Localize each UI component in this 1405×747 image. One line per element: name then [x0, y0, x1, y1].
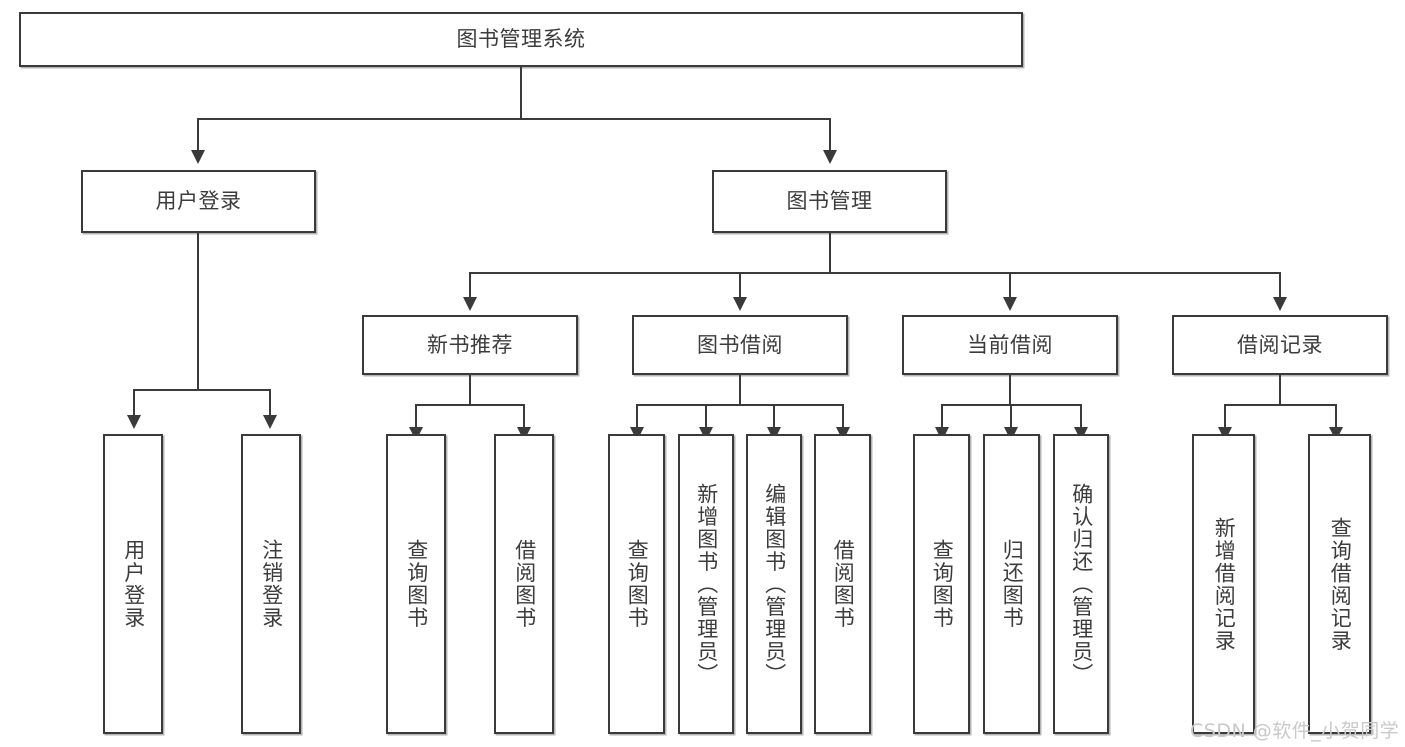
node-label: 查询图书 — [404, 539, 429, 629]
node-label: 编辑图书（管理员） — [762, 482, 787, 686]
node-label: 当前借阅 — [967, 332, 1053, 357]
node-label: 新书推荐 — [427, 332, 513, 357]
connector-book-manage-stem — [829, 233, 831, 273]
node-label: 用户登录 — [121, 539, 146, 629]
node-label: 新增借阅记录 — [1212, 516, 1237, 652]
node-label: 查询图书 — [930, 539, 955, 629]
arrow-leaf-user-login — [127, 415, 141, 429]
leaf-query-book-2[interactable]: 查询图书 — [608, 434, 665, 734]
leaf-borrow-book-1[interactable]: 借阅图书 — [494, 434, 554, 734]
arrow-book-borrow — [733, 297, 747, 311]
node-label: 新增图书（管理员） — [694, 482, 719, 686]
node-user-login[interactable]: 用户登录 — [81, 170, 316, 233]
node-borrow-record[interactable]: 借阅记录 — [1172, 315, 1388, 375]
connector-drop-leaf-query-record — [1335, 404, 1337, 429]
connector-drop-new-book — [469, 272, 471, 299]
connector-drop-leaf-borrow-book-1 — [523, 404, 525, 429]
connector-drop-leaf-user-login — [133, 389, 135, 417]
node-label: 用户登录 — [155, 189, 242, 214]
arrow-user-login — [191, 150, 205, 164]
node-label: 查询图书 — [625, 539, 650, 629]
leaf-edit-book[interactable]: 编辑图书（管理员） — [746, 434, 802, 734]
node-label: 借阅记录 — [1237, 332, 1323, 357]
connector-drop-book-manage — [829, 118, 831, 152]
connector-user-login-stem — [197, 233, 199, 390]
connector-drop-leaf-query-book-3 — [941, 404, 943, 429]
node-label: 图书借阅 — [697, 332, 783, 357]
leaf-return-book[interactable]: 归还图书 — [983, 434, 1040, 734]
node-label: 注销登录 — [259, 539, 284, 629]
leaf-borrow-book-2[interactable]: 借阅图书 — [814, 434, 871, 734]
connector-drop-user-login — [197, 118, 199, 152]
node-root-system[interactable]: 图书管理系统 — [19, 12, 1023, 67]
node-label: 借阅图书 — [512, 539, 537, 629]
leaf-query-book-1[interactable]: 查询图书 — [386, 434, 446, 734]
connector-book-manage-bus — [469, 272, 1281, 274]
arrow-leaf-logout — [263, 415, 277, 429]
connector-drop-leaf-add-record — [1224, 404, 1226, 429]
arrow-new-book — [463, 297, 477, 311]
node-new-book-recommend[interactable]: 新书推荐 — [362, 315, 578, 375]
connector-drop-leaf-query-book-1 — [415, 404, 417, 429]
node-label: 借阅图书 — [831, 539, 856, 629]
leaf-logout[interactable]: 注销登录 — [241, 434, 301, 734]
connector-drop-book-borrow — [739, 272, 741, 299]
node-label: 查询借阅记录 — [1328, 516, 1353, 652]
connector-book-borrow-stem — [739, 375, 741, 405]
connector-new-book-stem — [469, 375, 471, 405]
connector-drop-leaf-confirm-return — [1080, 404, 1082, 429]
node-label: 归还图书 — [1000, 539, 1025, 629]
connector-drop-current-borrow — [1009, 272, 1011, 299]
node-label: 确认归还（管理员） — [1069, 482, 1094, 686]
arrow-borrow-record — [1273, 297, 1287, 311]
connector-current-borrow-stem — [1009, 375, 1011, 405]
connector-drop-leaf-logout — [269, 389, 271, 417]
node-book-borrow[interactable]: 图书借阅 — [632, 315, 848, 375]
connector-user-login-bus — [133, 389, 271, 391]
leaf-query-book-3[interactable]: 查询图书 — [913, 434, 970, 734]
connector-root-bus — [197, 118, 831, 120]
connector-drop-leaf-query-book-2 — [636, 404, 638, 429]
arrow-current-borrow — [1003, 297, 1017, 311]
node-current-borrow[interactable]: 当前借阅 — [902, 315, 1118, 375]
connector-borrow-record-stem — [1279, 375, 1281, 405]
connector-drop-leaf-add-book — [705, 404, 707, 429]
node-book-manage[interactable]: 图书管理 — [712, 170, 947, 233]
connector-drop-borrow-record — [1279, 272, 1281, 299]
node-label: 图书管理系统 — [456, 27, 586, 52]
connector-drop-leaf-return-book — [1010, 404, 1012, 429]
leaf-add-record[interactable]: 新增借阅记录 — [1192, 434, 1255, 734]
leaf-user-login[interactable]: 用户登录 — [103, 434, 163, 734]
connector-drop-leaf-edit-book — [773, 404, 775, 429]
connector-drop-leaf-borrow-book-2 — [842, 404, 844, 429]
connector-book-borrow-bus — [636, 404, 844, 406]
leaf-add-book[interactable]: 新增图书（管理员） — [678, 434, 734, 734]
connector-borrow-record-bus — [1224, 404, 1337, 406]
arrow-book-manage — [823, 150, 837, 164]
leaf-confirm-return[interactable]: 确认归还（管理员） — [1053, 434, 1109, 734]
node-label: 图书管理 — [786, 189, 873, 214]
connector-root-stem — [520, 67, 522, 119]
leaf-query-record[interactable]: 查询借阅记录 — [1308, 434, 1371, 734]
connector-new-book-bus — [415, 404, 525, 406]
